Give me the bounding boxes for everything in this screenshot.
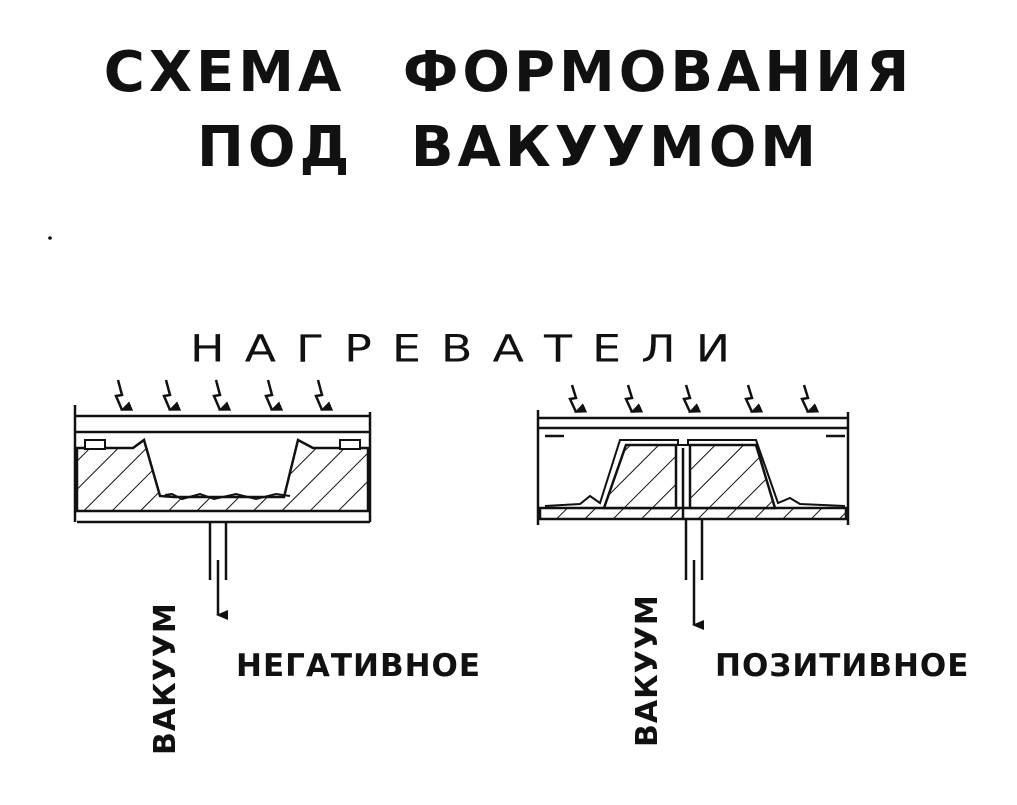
heater-arrow — [314, 379, 334, 411]
positive-forming-scheme — [536, 384, 850, 630]
heater-arrow — [162, 379, 182, 411]
clamp-right — [339, 439, 361, 450]
clamp-left — [84, 439, 106, 450]
formed-sheet-drape — [544, 439, 846, 507]
mode-label-negative: НЕГАТИВНОЕ — [236, 648, 482, 684]
heater-arrow — [212, 379, 232, 411]
speck-dot — [48, 236, 52, 240]
heater-arrow — [114, 379, 134, 411]
vacuum-label-right: ВАКУУМ — [630, 594, 665, 747]
heaters-label: НАГРЕВАТЕЛИ — [190, 326, 751, 371]
formed-sheet-bottom — [164, 492, 291, 501]
positive-mold-body-right — [688, 443, 777, 510]
heater-arrow — [624, 384, 644, 413]
heater-arrow — [682, 384, 702, 413]
heater-arrow — [744, 384, 764, 413]
heater-arrows-left — [114, 379, 334, 411]
negative-forming-scheme — [73, 379, 372, 620]
negative-mold-body — [75, 437, 370, 513]
title-line-1: СХЕМА ФОРМОВАНИЯ — [103, 40, 914, 105]
vacuum-label-left: ВАКУУМ — [148, 602, 183, 755]
heater-arrow — [800, 384, 820, 413]
heater-arrows-right — [568, 384, 820, 413]
positive-mold-body — [602, 443, 678, 510]
heater-arrow — [264, 379, 284, 411]
mode-label-positive: ПОЗИТИВНОЕ — [715, 648, 970, 684]
title-line-2: ПОД ВАКУУМОМ — [196, 115, 821, 180]
heater-arrow — [568, 384, 588, 413]
positive-base-plate — [538, 506, 848, 521]
